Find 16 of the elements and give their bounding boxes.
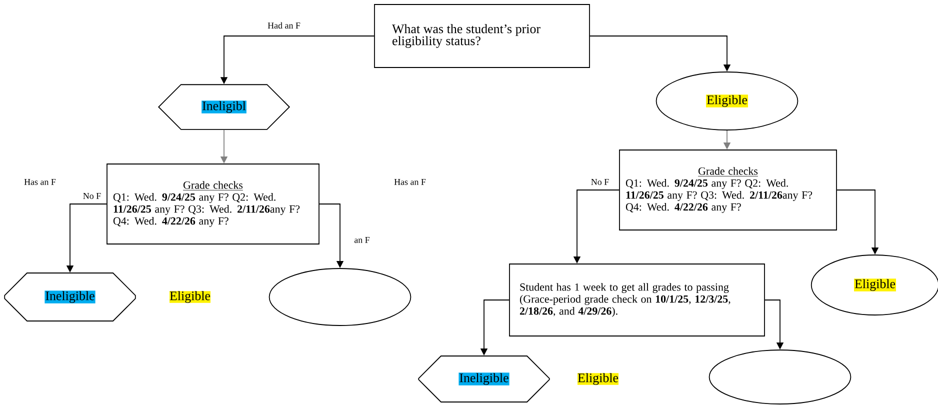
terminal-ellipse [708, 350, 852, 404]
terminal-octagon: Ineligible [4, 272, 136, 322]
highlighted-label: Eligible [578, 373, 618, 385]
branch-label: an F [354, 237, 370, 243]
process-box: Grade checks Q1: Wed. 9/24/25 any F? Q2: Wed. 11/26/25 any F? Q3: Wed. 2/11/26any F? Q4: Wed. 4/22/26 any F? [619, 150, 837, 230]
branch-label: Has an F [394, 179, 426, 185]
process-box: What was the student’s prior eligibility status? [374, 4, 590, 68]
process-box: Student has 1 week to get all grades to passing (Grace-period grade check on 10/1/25, 12/3/25, 2/18/26, and 4/29/26). [509, 264, 765, 336]
branch-label: No F [591, 179, 609, 185]
terminal-octagon: Ineligible [418, 356, 550, 402]
process-box: Grade checks Q1: Wed. 9/24/25 any F? Q2: Wed. 11/26/25 any F? Q3: Wed. 2/11/26any F? Q4: Wed. 4/22/26 any F? [106, 164, 320, 244]
highlighted-label: Eligible [170, 291, 210, 303]
branch-label: Has an F [24, 179, 56, 185]
terminal-ellipse [268, 268, 412, 326]
edge-label: Had an F [266, 21, 302, 30]
branch-label: No F [83, 193, 101, 199]
